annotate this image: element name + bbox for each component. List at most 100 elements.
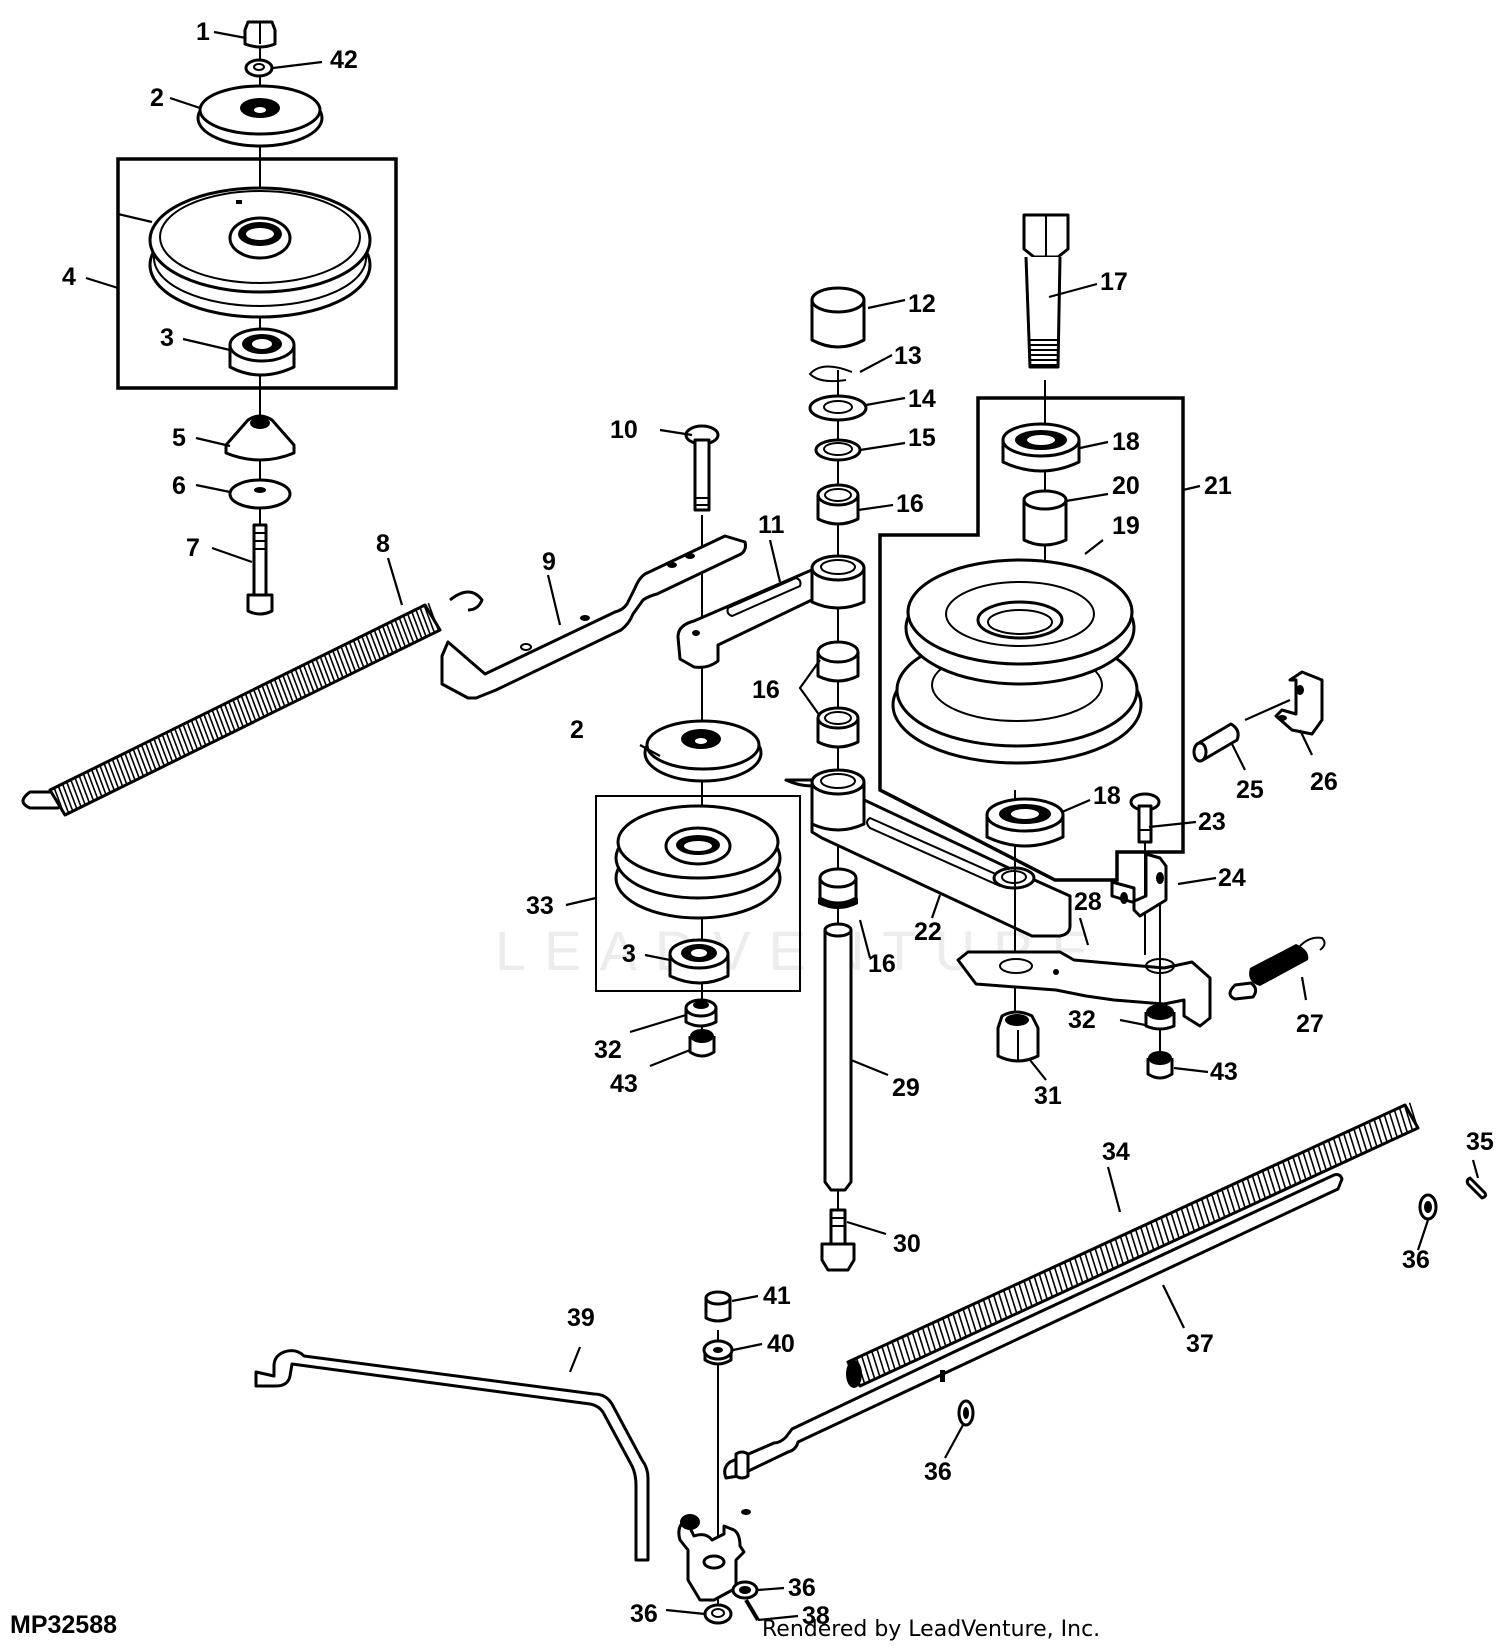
callout-24[interactable]: 24 — [1218, 864, 1246, 892]
callout-25[interactable]: 25 — [1236, 776, 1264, 804]
callout-32-right[interactable]: 32 — [1068, 1006, 1096, 1034]
callout-7[interactable]: 7 — [186, 534, 200, 562]
part-13-e-clip[interactable] — [808, 365, 853, 383]
part-9-bracket[interactable] — [440, 534, 747, 700]
part-38-cotter-pin[interactable] — [744, 1598, 760, 1622]
callout-26[interactable]: 26 — [1310, 768, 1338, 796]
callout-2-upper[interactable]: 2 — [150, 84, 164, 112]
part-43-nut-right[interactable] — [1146, 1051, 1174, 1080]
part-36-clip-c[interactable] — [731, 1580, 759, 1600]
part-14-washer[interactable] — [808, 394, 868, 422]
callout-3-lower[interactable]: 3 — [622, 940, 636, 968]
callout-36-c[interactable]: 36 — [788, 1574, 816, 1602]
part-10-pin[interactable] — [684, 424, 720, 512]
part-29-shaft[interactable] — [823, 922, 853, 1192]
part-3-bearing-lower[interactable] — [668, 938, 730, 985]
callout-1[interactable]: 1 — [196, 18, 210, 46]
part-32-washer-right[interactable] — [1144, 1004, 1176, 1031]
part-30-bolt[interactable] — [820, 1208, 856, 1272]
part-43-nut-left[interactable] — [688, 1029, 716, 1058]
callout-43-right[interactable]: 43 — [1210, 1058, 1238, 1086]
callout-33[interactable]: 33 — [526, 892, 554, 920]
part-32-washer-left[interactable] — [684, 998, 718, 1028]
callout-20[interactable]: 20 — [1112, 472, 1140, 500]
callout-2-lower[interactable]: 2 — [570, 716, 584, 744]
part-25-sleeve[interactable] — [1192, 722, 1240, 763]
part-37-rod-end[interactable] — [734, 1450, 750, 1480]
part-8-extension-spring[interactable] — [21, 590, 484, 817]
part-36-clip-b[interactable] — [957, 1399, 975, 1427]
callout-18-lower[interactable]: 18 — [1093, 782, 1121, 810]
part-27-spring[interactable] — [1228, 936, 1326, 1001]
part-20-spacer[interactable] — [1022, 489, 1068, 547]
part-16-bushing-a[interactable] — [816, 483, 860, 526]
part-39-rod[interactable] — [254, 1349, 650, 1562]
callout-8[interactable]: 8 — [376, 530, 390, 558]
part-6-washer[interactable] — [228, 478, 292, 510]
part-15-washer[interactable] — [814, 438, 862, 462]
part-35-pin[interactable] — [1465, 1176, 1488, 1200]
callout-4[interactable]: 4 — [62, 263, 76, 291]
callout-28[interactable]: 28 — [1074, 888, 1102, 916]
part-11-idler-arm-upper[interactable] — [676, 554, 866, 669]
callout-18-upper[interactable]: 18 — [1112, 428, 1140, 456]
callout-10[interactable]: 10 — [610, 416, 638, 444]
callout-38[interactable]: 38 — [802, 1602, 830, 1630]
part-5-spacer-cone[interactable] — [224, 414, 296, 462]
callout-27[interactable]: 27 — [1296, 1010, 1324, 1038]
callout-39[interactable]: 39 — [567, 1304, 595, 1332]
callout-40[interactable]: 40 — [767, 1330, 795, 1358]
callout-36-d[interactable]: 36 — [630, 1600, 658, 1628]
callout-41[interactable]: 41 — [763, 1282, 791, 1310]
part-24-bracket[interactable] — [1110, 852, 1168, 918]
callout-12[interactable]: 12 — [908, 290, 936, 318]
part-19-clutch-pulley[interactable] — [891, 558, 1143, 765]
callout-13[interactable]: 13 — [894, 342, 922, 370]
part-3-bearing-upper[interactable] — [228, 327, 296, 377]
callout-30[interactable]: 30 — [893, 1230, 921, 1258]
part-12-cap[interactable] — [810, 286, 866, 349]
part-42-washer[interactable] — [244, 58, 274, 78]
callout-43-left[interactable]: 43 — [610, 1070, 638, 1098]
callout-31[interactable]: 31 — [1034, 1082, 1062, 1110]
callout-29[interactable]: 29 — [892, 1074, 920, 1102]
part-lever-bracket[interactable] — [677, 1509, 751, 1602]
part-2-cover-upper[interactable] — [196, 84, 324, 148]
part-34-spring[interactable] — [846, 1102, 1420, 1388]
callout-9[interactable]: 9 — [542, 548, 556, 576]
part-18-bearing-lower[interactable] — [985, 797, 1065, 848]
callout-14[interactable]: 14 — [908, 385, 936, 413]
part-2-cover-lower[interactable] — [643, 719, 763, 783]
part-4-idler-pulley[interactable] — [148, 186, 372, 319]
callout-6[interactable]: 6 — [172, 472, 186, 500]
part-31-nut[interactable] — [996, 1010, 1040, 1063]
callout-36-b[interactable]: 36 — [924, 1458, 952, 1486]
part-7-bolt[interactable] — [246, 523, 274, 616]
part-16-bushing-c[interactable] — [816, 706, 860, 749]
callout-16-c[interactable]: 16 — [868, 950, 896, 978]
callout-22[interactable]: 22 — [914, 918, 942, 946]
part-40-washer[interactable] — [702, 1339, 734, 1366]
callout-19[interactable]: 19 — [1112, 512, 1140, 540]
callout-17[interactable]: 17 — [1100, 268, 1128, 296]
callout-42[interactable]: 42 — [330, 46, 358, 74]
callout-16-b[interactable]: 16 — [752, 676, 780, 704]
part-23-pin[interactable] — [1129, 792, 1161, 844]
callout-11[interactable]: 11 — [758, 511, 785, 539]
callout-3-upper[interactable]: 3 — [160, 324, 174, 352]
part-37-rod[interactable] — [723, 1173, 1344, 1480]
callout-16-a[interactable]: 16 — [896, 490, 924, 518]
part-1-nut[interactable] — [243, 20, 277, 49]
part-17-bolt[interactable] — [1022, 213, 1070, 369]
part-22-idler-arm-lower[interactable] — [784, 768, 1072, 938]
part-33-idler-pulley[interactable] — [614, 804, 782, 920]
part-16-bushing-b[interactable] — [816, 640, 860, 683]
callout-32-left[interactable]: 32 — [594, 1036, 622, 1064]
part-36-clip-d[interactable] — [703, 1603, 733, 1625]
callout-23[interactable]: 23 — [1198, 808, 1226, 836]
part-16-bushing-d[interactable] — [818, 867, 858, 909]
part-36-clip-a[interactable] — [1418, 1193, 1438, 1221]
callout-35[interactable]: 35 — [1466, 1128, 1494, 1156]
callout-5[interactable]: 5 — [172, 424, 186, 452]
part-41-nut[interactable] — [704, 1290, 732, 1323]
